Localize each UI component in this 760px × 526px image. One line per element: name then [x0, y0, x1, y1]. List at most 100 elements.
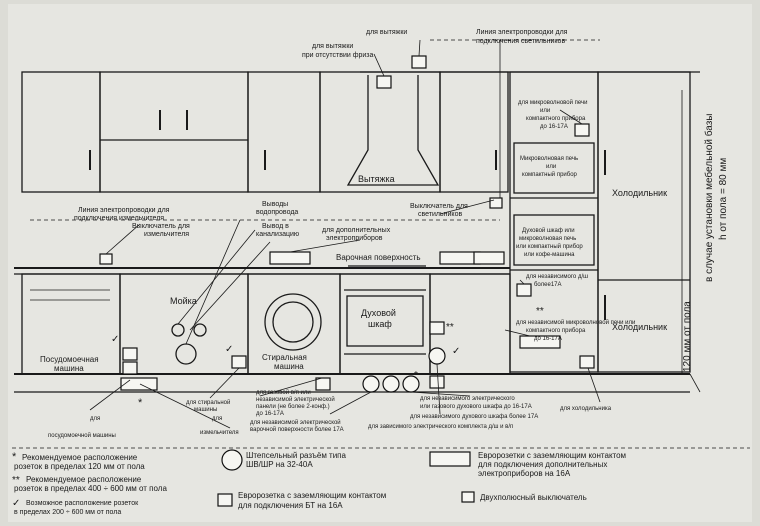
legend-euro1-2: для подключения БТ на 16А [238, 501, 343, 510]
paper-sheet [8, 4, 752, 522]
hood-socket-top [411, 55, 427, 69]
label-washer-1: Стиральная [262, 353, 307, 362]
oven-socket-2 [429, 375, 445, 389]
legend-star-1b: розеток в пределах 120 мм от пола [14, 462, 145, 471]
legend-double-star-symbol: ** [12, 475, 20, 486]
label-lighting-line-1: Линия электропроводки для [476, 29, 568, 36]
marker-check-3: ✓ [452, 346, 460, 357]
marker-star-2: * [414, 370, 418, 381]
label-meter-line-2: подключения измельчителя [74, 215, 164, 222]
label-sink: Мойка [170, 296, 197, 306]
bottom-sockets-left [120, 377, 158, 391]
label-dish-out-1: для [90, 416, 100, 422]
meter-switch [99, 253, 113, 265]
label-micro-box-3: компактный прибор [522, 171, 578, 178]
label-indep-oven-1: для независимого д/ш [526, 274, 588, 280]
label-height-note: 120 мм от пола [682, 301, 693, 372]
label-indep-hob-1: для независимой электрической [250, 419, 341, 426]
legend-euro3-3: электроприборов на 16А [478, 469, 571, 478]
label-light-switch-1: Выключатель для [410, 203, 468, 210]
legend: * Рекомендуемое расположение розеток в п… [12, 451, 626, 516]
label-dish-2: машина [54, 364, 84, 373]
label-indep-gas-oven: для независимого духового шкафа более 17… [410, 414, 538, 420]
label-extra-2: электроприборов [326, 234, 383, 242]
legend-plug-1: Штепсельный разъём типа [246, 451, 347, 460]
label-base-note-2: h от пола = 80 мм [718, 158, 729, 240]
label-hood-outlet: для вытяжки [366, 29, 407, 36]
label-sewer-1: Вывод в [262, 223, 289, 230]
label-light-switch-2: светильников [418, 211, 462, 218]
label-oven-box-2: микроволновая печь [519, 236, 576, 242]
washer-socket-low [315, 377, 331, 391]
label-indep-micro-2: компактного прибора [526, 328, 586, 334]
label-lighting-line-2: подключения светильников [476, 38, 565, 45]
hood-socket-frieze [376, 75, 392, 89]
marker-double-star-1: ** [446, 322, 454, 333]
legend-plug-2: ШВ/ШР на 32-40А [246, 460, 313, 469]
indep-micro-sockets [519, 335, 561, 349]
legend-check-1b: в пределах 200 ÷ 600 мм от пола [14, 509, 121, 516]
label-oven-1: Духовой [361, 308, 396, 318]
marker-star-1: * [138, 397, 143, 409]
label-indep-hob-2: варочной поверхности более 17А [250, 426, 344, 433]
leader-lines [89, 39, 601, 429]
label-micro-3: компактного прибора [526, 116, 586, 122]
label-micro-box-2: или [546, 164, 556, 170]
micro-socket [574, 123, 590, 137]
plug-1 [362, 375, 380, 393]
legend-symbols [217, 449, 475, 507]
legend-euro3-1: Евророзетки с заземляющим контактом [478, 451, 626, 460]
label-pipes-2: водопровода [256, 209, 298, 216]
legend-check-symbol: ✓ [12, 498, 20, 509]
sockets [99, 55, 595, 393]
label-oven-box-3: или компактный прибор [516, 243, 583, 250]
oven-socket-1 [429, 321, 445, 335]
washer-socket [231, 355, 247, 369]
label-oven-box-4: или кофе-машина [524, 252, 575, 258]
label-micro-2: или [540, 108, 550, 114]
marker-check-2: ✓ [225, 344, 233, 355]
extra-sockets-3 [473, 251, 505, 265]
extra-sockets-1 [269, 251, 311, 265]
label-gas-3: панели (не более 2-конф.) [256, 404, 330, 410]
label-sewer-2: канализацию [256, 231, 299, 238]
label-fridge-upper: Холодильник [612, 188, 667, 198]
label-indep-elec-2: или газового духового шкафа до 16-17А [420, 404, 532, 410]
legend-star-1: Рекомендуемое расположение [22, 453, 138, 462]
top-wiring [360, 39, 700, 198]
label-washer-out-2: машины [194, 407, 217, 413]
label-oven-2: шкаф [368, 319, 392, 329]
label-hood-frieze-1: для вытяжки [312, 43, 353, 50]
label-indep-micro-3: до 16-17А [534, 336, 562, 342]
label-oven-box-1: Духовой шкаф или [522, 227, 575, 234]
label-hood: Вытяжка [358, 174, 395, 184]
label-indep-micro-1: для независимой микроволновой печи или [516, 319, 635, 326]
label-gas-1: для газовой в/п или [256, 389, 311, 396]
marker-check-1: ✓ [111, 334, 119, 345]
label-pipes-1: Выводы [262, 201, 288, 208]
label-indep-elec-1: для независимого электрического [420, 396, 515, 402]
label-washer-2: машина [274, 362, 304, 371]
label-extra-1: для дополнительных [322, 227, 391, 234]
dish-socket-2 [122, 361, 138, 375]
label-fridge-out: для холодильника [560, 406, 612, 412]
fridge-socket [579, 355, 595, 369]
label-base-note-1: в случае установки мебельной базы [703, 114, 715, 282]
legend-check-1: Возможное расположение розеток [26, 500, 139, 507]
label-hood-frieze-2: при отсутствии фриза [302, 52, 373, 59]
label-washer-out-1: для стиральной [186, 399, 230, 406]
oven-plug [428, 347, 446, 365]
legend-star-2: Рекомендуемое расположение [26, 475, 142, 484]
label-dep-kit: для зависимого электрического комплекта … [368, 424, 513, 430]
diagram-labels: для вытяжки Линия электропроводки для по… [40, 29, 729, 439]
label-gas-4: до 16-17А [256, 411, 284, 417]
label-micro-box-1: Микроволновая печь [520, 156, 578, 162]
legend-switch-1: Двухполюсный выключатель [480, 493, 587, 502]
marker-double-star-2: ** [536, 306, 544, 317]
label-meter-line-1: Линия электропроводки для [78, 207, 170, 214]
placement-markers: ✓ ✓ ** ✓ ** * * [111, 306, 544, 409]
legend-euro3-2: для подключения дополнительных [478, 460, 607, 469]
legend-euro1-1: Евророзетка с заземляющим контактом [238, 491, 386, 500]
label-fridge-lower: Холодильник [612, 322, 667, 332]
